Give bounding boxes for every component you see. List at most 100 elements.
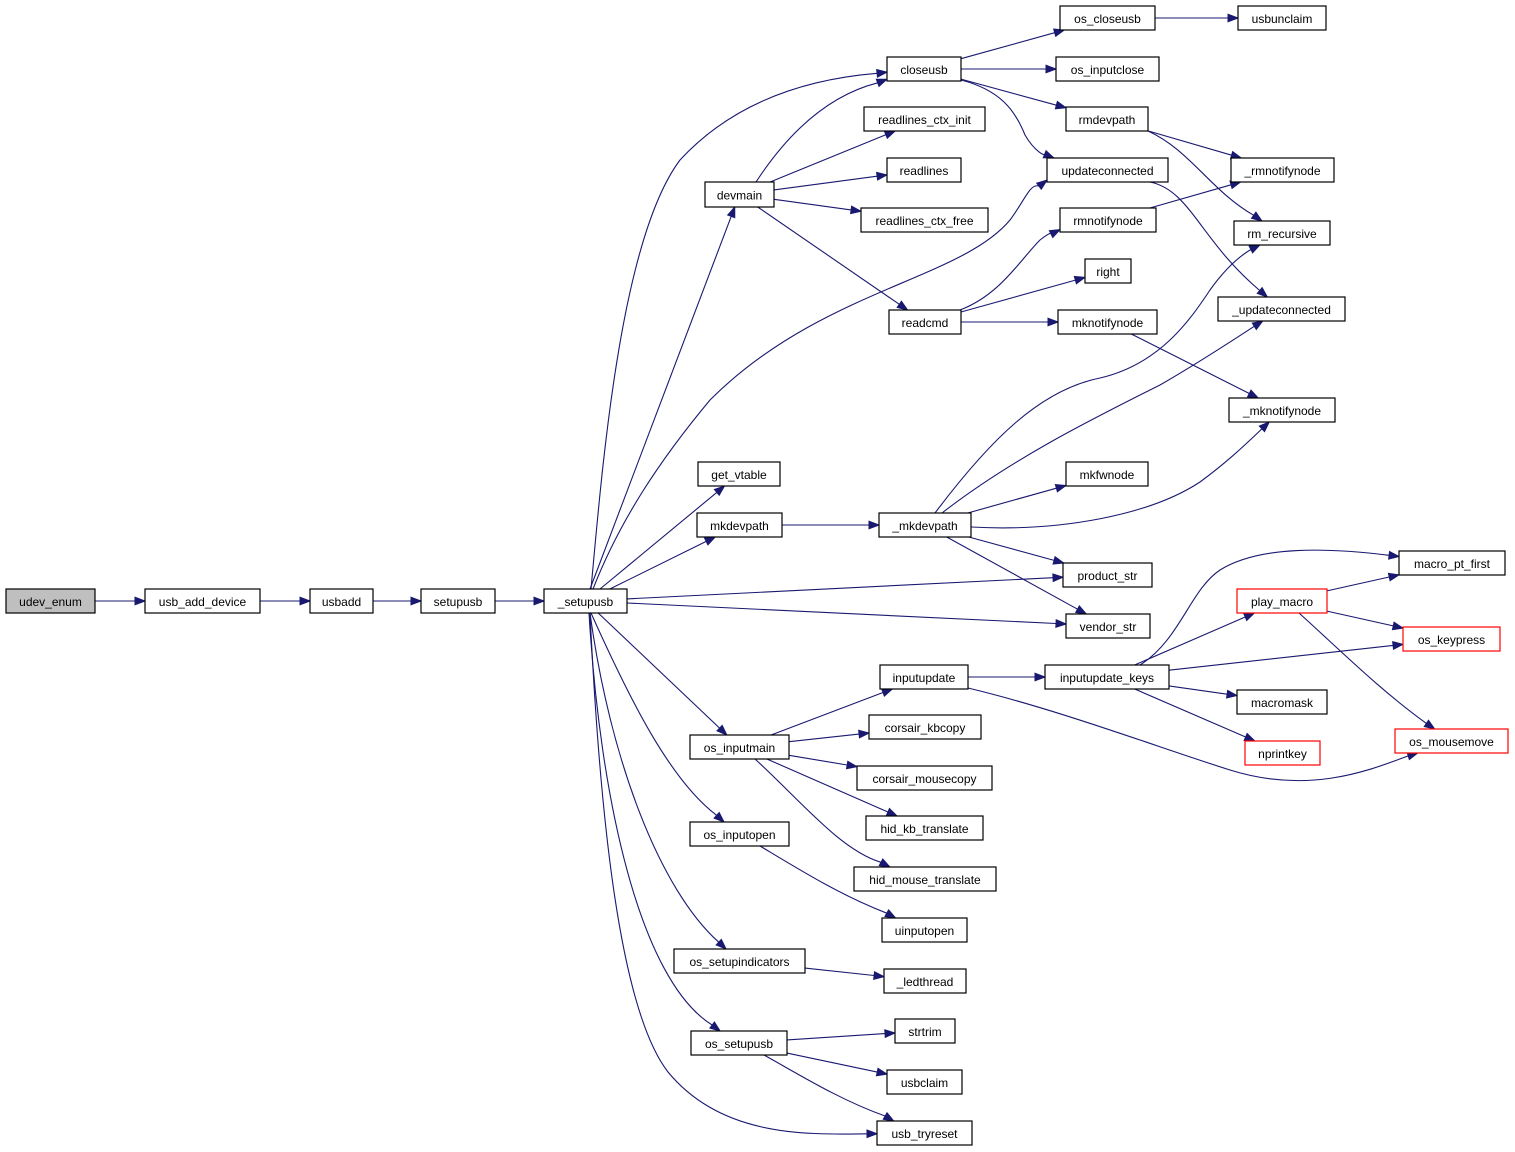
node-box[interactable] — [886, 157, 962, 183]
node-box[interactable] — [883, 968, 967, 994]
node-os_inputopen[interactable]: os_inputopen — [689, 821, 790, 847]
node-play_macro[interactable]: play_macro — [1236, 588, 1328, 614]
node-usbadd[interactable]: usbadd — [309, 588, 374, 614]
node-box[interactable] — [865, 815, 984, 841]
node-_setupusb[interactable]: _setupusb — [543, 588, 628, 614]
node-inputupdate_keys[interactable]: inputupdate_keys — [1044, 664, 1170, 690]
node-mkfwnode[interactable]: mkfwnode — [1065, 461, 1149, 487]
node-box[interactable] — [863, 106, 986, 132]
node-box[interactable] — [543, 588, 628, 614]
node-os_inputmain[interactable]: os_inputmain — [689, 734, 790, 760]
node-hid_mouse_translate[interactable]: hid_mouse_translate — [853, 866, 997, 892]
node-box[interactable] — [886, 1069, 963, 1095]
node-_mknotifynode[interactable]: _mknotifynode — [1228, 397, 1336, 423]
node-box[interactable] — [1057, 309, 1158, 335]
node-usb_tryreset[interactable]: usb_tryreset — [876, 1120, 973, 1146]
node-devmain[interactable]: devmain — [704, 181, 775, 208]
node-box[interactable] — [697, 461, 781, 487]
node-product_str[interactable]: product_str — [1062, 562, 1153, 588]
node-box[interactable] — [1055, 56, 1160, 82]
node-mknotifynode[interactable]: mknotifynode — [1057, 309, 1158, 335]
node-readlines_ctx_free[interactable]: readlines_ctx_free — [860, 207, 989, 233]
node-box[interactable] — [1237, 5, 1327, 31]
node-setupusb[interactable]: setupusb — [420, 588, 496, 614]
node-box[interactable] — [673, 948, 806, 974]
node-os_closeusb[interactable]: os_closeusb — [1059, 5, 1156, 31]
node-os_mousemove[interactable]: os_mousemove — [1394, 728, 1509, 754]
node-box[interactable] — [1044, 664, 1170, 690]
node-box[interactable] — [868, 714, 982, 740]
node-box[interactable] — [1062, 562, 1153, 588]
node-box[interactable] — [1065, 106, 1149, 132]
node-inputupdate[interactable]: inputupdate — [879, 664, 969, 690]
node-box[interactable] — [1233, 220, 1331, 246]
node-box[interactable] — [1244, 740, 1321, 766]
node-box[interactable] — [690, 1030, 788, 1056]
node-_mkdevpath[interactable]: _mkdevpath — [878, 512, 972, 538]
node-vendor_str[interactable]: vendor_str — [1065, 613, 1151, 639]
node-box[interactable] — [704, 181, 775, 208]
node-box[interactable] — [696, 512, 783, 538]
node-box[interactable] — [1059, 207, 1157, 233]
node-_ledthread[interactable]: _ledthread — [883, 968, 967, 994]
node-box[interactable] — [1398, 550, 1506, 576]
node-strtrim[interactable]: strtrim — [894, 1018, 956, 1044]
node-corsair_kbcopy[interactable]: corsair_kbcopy — [868, 714, 982, 740]
node-hid_kb_translate[interactable]: hid_kb_translate — [865, 815, 984, 841]
node-readlines[interactable]: readlines — [886, 157, 962, 183]
node-box[interactable] — [1228, 397, 1336, 423]
node-box[interactable] — [1236, 689, 1328, 715]
node-mkdevpath[interactable]: mkdevpath — [696, 512, 783, 538]
node-box[interactable] — [879, 664, 969, 690]
node-box[interactable] — [1065, 613, 1151, 639]
node-nprintkey[interactable]: nprintkey — [1244, 740, 1321, 766]
node-rm_recursive[interactable]: rm_recursive — [1233, 220, 1331, 246]
node-box[interactable] — [1046, 157, 1169, 183]
node-box[interactable] — [860, 207, 989, 233]
node-box[interactable] — [894, 1018, 956, 1044]
node-box[interactable] — [5, 588, 96, 614]
node-box[interactable] — [1059, 5, 1156, 31]
node-uinputopen[interactable]: uinputopen — [881, 917, 968, 943]
node-box[interactable] — [1065, 461, 1149, 487]
node-right[interactable]: right — [1084, 258, 1132, 284]
node-updateconnected[interactable]: updateconnected — [1046, 157, 1169, 183]
node-box[interactable] — [1217, 296, 1346, 322]
node-box[interactable] — [689, 734, 790, 760]
node-usb_add_device[interactable]: usb_add_device — [144, 588, 261, 614]
node-box[interactable] — [876, 1120, 973, 1146]
node-macromask[interactable]: macromask — [1236, 689, 1328, 715]
node-_updateconnected[interactable]: _updateconnected — [1217, 296, 1346, 322]
node-box[interactable] — [856, 765, 993, 791]
node-os_keypress[interactable]: os_keypress — [1402, 626, 1501, 652]
node-box[interactable] — [1236, 588, 1328, 614]
node-box[interactable] — [1084, 258, 1132, 284]
node-rmdevpath[interactable]: rmdevpath — [1065, 106, 1149, 132]
node-readlines_ctx_init[interactable]: readlines_ctx_init — [863, 106, 986, 132]
node-box[interactable] — [878, 512, 972, 538]
node-box[interactable] — [888, 309, 962, 335]
node-box[interactable] — [1230, 157, 1335, 183]
node-readcmd[interactable]: readcmd — [888, 309, 962, 335]
node-box[interactable] — [144, 588, 261, 614]
node-box[interactable] — [853, 866, 997, 892]
node-closeusb[interactable]: closeusb — [886, 56, 962, 82]
node-usbclaim[interactable]: usbclaim — [886, 1069, 963, 1095]
node-get_vtable[interactable]: get_vtable — [697, 461, 781, 487]
node-os_setupindicators[interactable]: os_setupindicators — [673, 948, 806, 974]
node-box[interactable] — [689, 821, 790, 847]
node-box[interactable] — [1402, 626, 1501, 652]
node-macro_pt_first[interactable]: macro_pt_first — [1398, 550, 1506, 576]
node-box[interactable] — [881, 917, 968, 943]
node-box[interactable] — [886, 56, 962, 82]
node-udev_enum[interactable]: udev_enum — [5, 588, 96, 614]
node-box[interactable] — [1394, 728, 1509, 754]
node-corsair_mousecopy[interactable]: corsair_mousecopy — [856, 765, 993, 791]
node-box[interactable] — [420, 588, 496, 614]
node-usbunclaim[interactable]: usbunclaim — [1237, 5, 1327, 31]
node-os_inputclose[interactable]: os_inputclose — [1055, 56, 1160, 82]
node-_rmnotifynode[interactable]: _rmnotifynode — [1230, 157, 1335, 183]
node-rmnotifynode[interactable]: rmnotifynode — [1059, 207, 1157, 233]
node-box[interactable] — [309, 588, 374, 614]
node-os_setupusb[interactable]: os_setupusb — [690, 1030, 788, 1056]
